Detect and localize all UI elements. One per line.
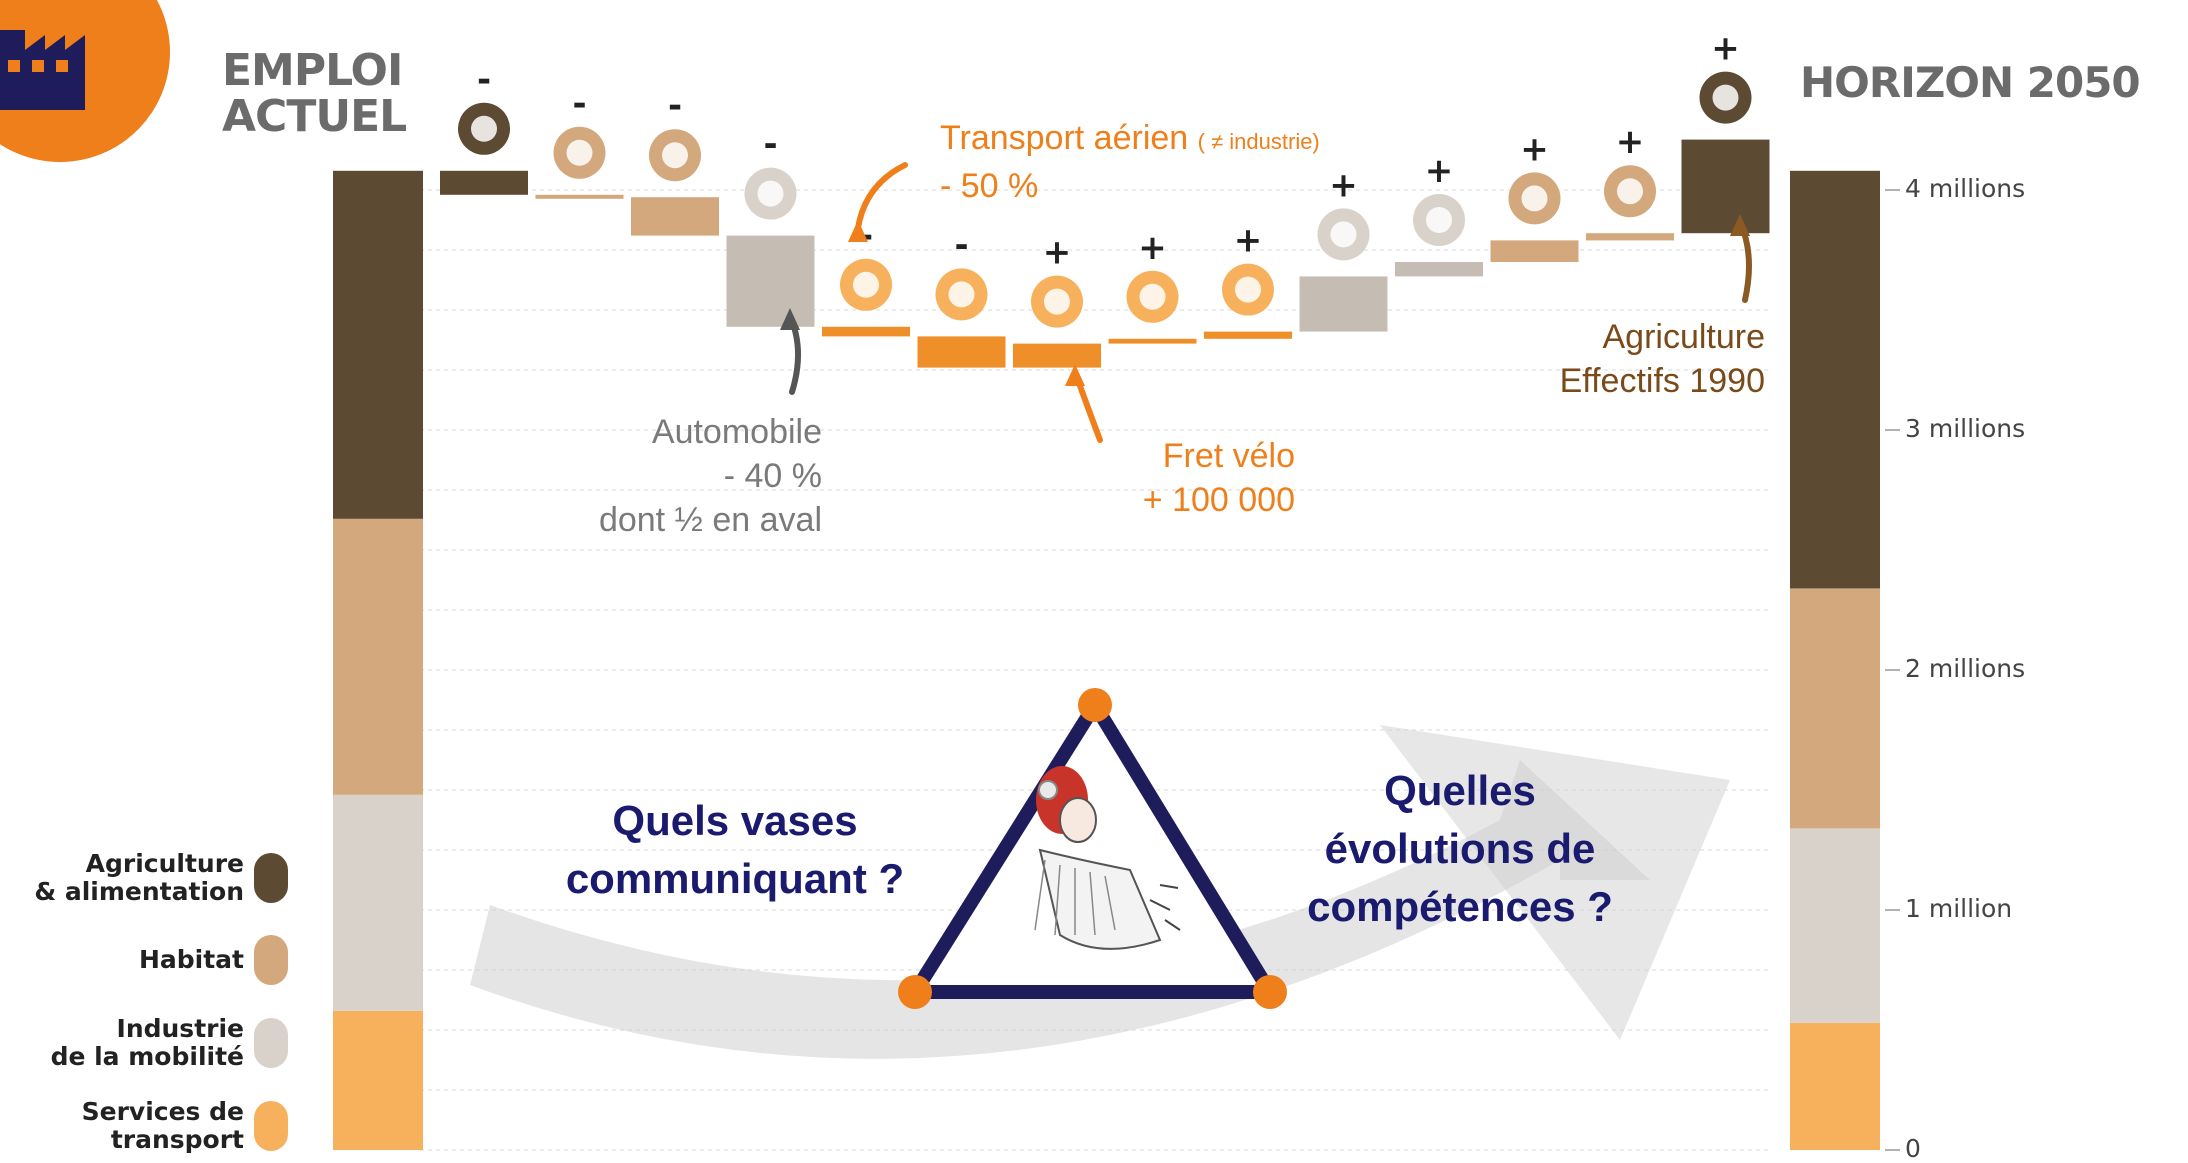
bicycle-icon bbox=[1317, 208, 1370, 261]
step-sign: + bbox=[1616, 122, 1645, 162]
legend-swatch-agriculture bbox=[254, 853, 288, 903]
step-sign: + bbox=[1711, 29, 1740, 69]
bicycle-icon bbox=[1031, 275, 1083, 328]
step-bar-bus bbox=[1108, 338, 1197, 344]
y-tick-label: 4 millions bbox=[1905, 174, 2026, 203]
step-sign: - bbox=[859, 216, 873, 256]
callout-arrow-automobile bbox=[780, 308, 802, 395]
step-bar-plane bbox=[822, 326, 910, 337]
step-sign: - bbox=[477, 60, 491, 100]
step-sign: + bbox=[1329, 165, 1358, 205]
step-sign: + bbox=[1138, 228, 1167, 268]
legend-agriculture: Agriculture& alimentation bbox=[34, 850, 288, 906]
triangle-illustration bbox=[898, 688, 1287, 1009]
wheat-icon bbox=[458, 102, 510, 155]
step-sign: - bbox=[954, 225, 968, 265]
step-sign: + bbox=[1520, 129, 1549, 169]
header-horizon-2050: HORIZON 2050 bbox=[1800, 58, 2141, 107]
y-tick-label: 3 millions bbox=[1905, 414, 2026, 443]
worker-illustration-icon bbox=[1034, 766, 1181, 950]
step-bar-car bbox=[726, 235, 815, 327]
legend-swatch-services bbox=[254, 1101, 288, 1151]
question-evolutions-competences: Quelles évolutions de compétences ? bbox=[1307, 767, 1613, 930]
triangle-vertex-right bbox=[1253, 975, 1287, 1009]
curved-arrow-head bbox=[1380, 725, 1730, 1040]
tree-icon bbox=[1604, 165, 1656, 218]
bar-emploi-actuel-segment bbox=[333, 170, 423, 519]
step-sign: - bbox=[763, 125, 777, 165]
step-bar-bicycle bbox=[1013, 343, 1101, 368]
truck-icon bbox=[935, 268, 988, 321]
bar-horizon-2050-segment bbox=[1790, 588, 1880, 829]
callout-arrow-agriculture bbox=[1730, 214, 1752, 303]
step-bar-truck bbox=[917, 336, 1006, 368]
step-bar-wheat bbox=[1681, 139, 1770, 234]
step-bar-lightning bbox=[1395, 262, 1483, 277]
bar-emploi-actuel-segment bbox=[333, 518, 423, 795]
annotation-fret-velo: Fret vélo + 100 000 bbox=[1142, 437, 1295, 519]
car-icon bbox=[744, 167, 797, 220]
bar-emploi-actuel-segment bbox=[333, 1010, 423, 1150]
step-bar-house bbox=[1490, 240, 1579, 262]
legend-swatch-industrie bbox=[254, 1018, 288, 1068]
y-tick-label: 2 millions bbox=[1905, 654, 2026, 683]
house-icon bbox=[649, 129, 701, 182]
bar-horizon-2050-segment bbox=[1790, 170, 1880, 589]
wheat-icon bbox=[1699, 71, 1752, 124]
step-sign: + bbox=[1234, 221, 1263, 261]
house-icon bbox=[1508, 172, 1561, 225]
callout-arrow-aerien bbox=[848, 162, 908, 242]
annotation-transport-aerien: Transport aérien ( ≠ industrie) - 50 % bbox=[940, 119, 1320, 205]
curved-arrow-body bbox=[470, 760, 1650, 1059]
step-sign: - bbox=[668, 86, 682, 126]
plane-icon bbox=[840, 258, 892, 311]
callout-arrow-fret bbox=[1065, 364, 1103, 443]
y-tick-label: 0 bbox=[1905, 1134, 1921, 1163]
mine-cart-icon bbox=[553, 126, 606, 179]
bus-icon bbox=[1126, 270, 1179, 323]
train-icon bbox=[1222, 263, 1274, 316]
bar-horizon-2050-segment bbox=[1790, 1022, 1880, 1150]
lightning-icon bbox=[1413, 194, 1465, 246]
step-sign: - bbox=[572, 84, 586, 124]
step-sign: + bbox=[1425, 151, 1454, 191]
header-emploi-actuel: EMPLOI ACTUEL bbox=[222, 45, 407, 142]
question-vases-communiquant: Quels vases communiquant ? bbox=[565, 797, 905, 902]
step-bar-train bbox=[1204, 331, 1292, 339]
triangle-vertex-left bbox=[898, 975, 932, 1009]
triangle-outline bbox=[908, 698, 1277, 999]
bar-horizon-2050-segment bbox=[1790, 828, 1880, 1023]
legend-habitat: Habitat bbox=[139, 935, 288, 985]
step-bar-wheat bbox=[440, 170, 528, 195]
big-curved-arrow bbox=[470, 725, 1730, 1059]
factory-logo bbox=[0, 0, 170, 162]
step-sign: + bbox=[1043, 233, 1072, 273]
annotation-agriculture: Agriculture Effectifs 1990 bbox=[1559, 318, 1765, 400]
y-tick-label: 1 million bbox=[1905, 894, 2013, 923]
step-bar-house bbox=[631, 197, 719, 236]
legend-swatch-habitat bbox=[254, 935, 288, 985]
step-bar-mine-cart bbox=[535, 194, 624, 199]
triangle-vertex-top bbox=[1078, 688, 1112, 722]
bar-emploi-actuel-segment bbox=[333, 794, 423, 1011]
annotation-automobile: Automobile - 40 % dont ½ en aval bbox=[598, 413, 822, 539]
step-bar-tree bbox=[1586, 233, 1674, 241]
step-bar-bicycle bbox=[1299, 276, 1388, 332]
